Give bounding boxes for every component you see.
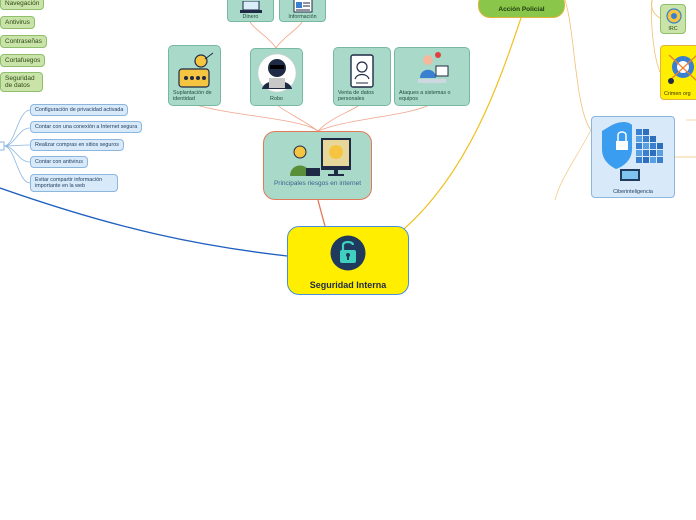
password-icon bbox=[177, 52, 213, 88]
node-accion-policial[interactable]: Acción Policial bbox=[478, 0, 565, 18]
node-informacion[interactable]: Información bbox=[279, 0, 326, 22]
node-principales-riesgos[interactable]: Principales riesgos en internet bbox=[263, 131, 372, 200]
id-card-icon bbox=[350, 54, 374, 88]
tip-compartir-info[interactable]: Evitar compartir información importante … bbox=[30, 174, 118, 192]
attack-icon bbox=[418, 52, 449, 83]
tip-antivirus[interactable]: Contar con antivirus bbox=[30, 156, 88, 168]
internet-risk-icon bbox=[290, 138, 351, 176]
hacker-icon bbox=[257, 53, 296, 93]
tag-seguridad-datos[interactable]: Seguridad de datos bbox=[0, 72, 43, 92]
cyber-shield-icon bbox=[602, 122, 663, 181]
lock-icon bbox=[330, 235, 366, 271]
tag-cortafuegos[interactable]: Cortafuegos bbox=[0, 54, 46, 67]
link-central-policial bbox=[403, 17, 522, 230]
node-suplantacion-identidad[interactable]: Suplantación de identidad bbox=[168, 45, 221, 106]
link-central-riesgos bbox=[317, 199, 326, 227]
tip-conexion-segura[interactable]: Contar con una conexión a Internet segur… bbox=[30, 121, 143, 133]
node-robo[interactable]: Robo bbox=[250, 48, 303, 106]
link-central-left bbox=[0, 187, 288, 257]
tip-compras-seguras[interactable]: Realizar compras en sitios seguros bbox=[30, 139, 124, 151]
document-icon bbox=[293, 0, 313, 13]
tip-privacidad[interactable]: Configuración de privacidad activada bbox=[30, 104, 129, 116]
tag-contrasenas[interactable]: Contraseñas bbox=[0, 35, 47, 48]
node-ataques-sistemas[interactable]: Ataques a sistemas o equipos bbox=[394, 47, 470, 106]
node-seguridad-interna[interactable]: Seguridad Interna bbox=[287, 226, 409, 295]
crime-network-icon bbox=[668, 54, 696, 84]
tag-navegacion[interactable]: Navegación bbox=[0, 0, 45, 10]
laptop-icon bbox=[240, 1, 262, 13]
node-irc[interactable]: IRC bbox=[660, 4, 686, 34]
tag-antivirus[interactable]: Antivirus bbox=[0, 16, 35, 29]
police-badge-icon bbox=[666, 8, 682, 24]
node-ciberinteligencia[interactable]: Ciberinteligencia bbox=[591, 116, 675, 198]
node-crimen-organizado[interactable]: Crimen org bbox=[660, 45, 696, 100]
node-venta-datos[interactable]: Venta de datos personales bbox=[333, 47, 391, 106]
node-dinero[interactable]: Dinero bbox=[227, 0, 274, 22]
